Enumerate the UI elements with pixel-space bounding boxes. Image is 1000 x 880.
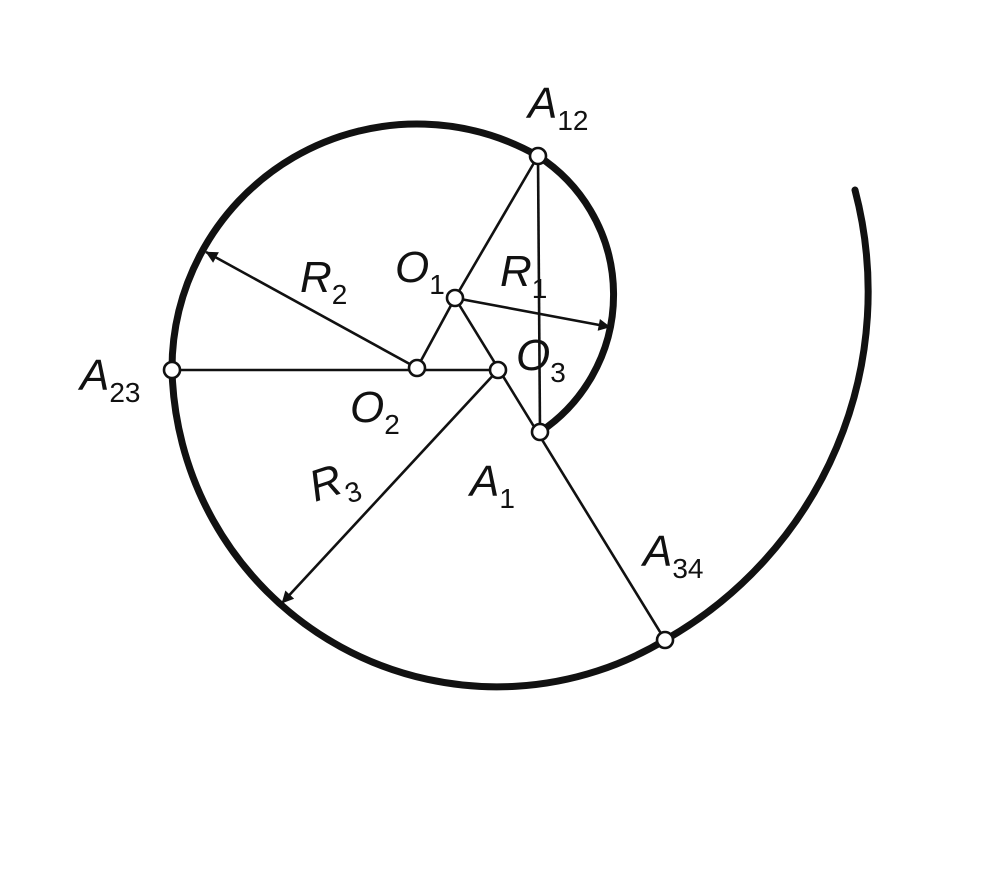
label-r2: R2 xyxy=(300,253,347,310)
line-o1-a34 xyxy=(453,297,667,641)
label-r1: R1 xyxy=(500,247,547,304)
line-o1-o2 xyxy=(415,297,457,369)
label-a34: A34 xyxy=(640,527,704,584)
radius-r2-arrow xyxy=(205,250,418,370)
line-a12-o1 xyxy=(453,155,540,299)
label-a12: A12 xyxy=(525,79,589,136)
radius-r3-arrow xyxy=(281,369,499,604)
label-o1: O1 xyxy=(395,243,445,300)
point-o3 xyxy=(488,360,508,380)
point-a1 xyxy=(530,422,550,442)
point-a34 xyxy=(655,630,675,650)
label-o3: O3 xyxy=(516,331,566,388)
label-a1: A1 xyxy=(467,457,515,514)
line-a12-to-a1 xyxy=(536,155,542,433)
spiral-arc-3 xyxy=(168,366,669,691)
spiral-arc-4 xyxy=(661,186,872,644)
point-o2 xyxy=(407,358,427,378)
label-a23: A23 xyxy=(77,351,141,408)
label-o2: O2 xyxy=(350,383,400,440)
point-a23 xyxy=(162,360,182,380)
point-a12 xyxy=(528,146,548,166)
label-r3: R3 xyxy=(303,450,366,519)
spiral-arc-2 xyxy=(168,120,542,374)
spiral-arc-1 xyxy=(534,152,618,436)
radius-r1-arrow xyxy=(454,296,611,331)
point-o1 xyxy=(445,288,465,308)
